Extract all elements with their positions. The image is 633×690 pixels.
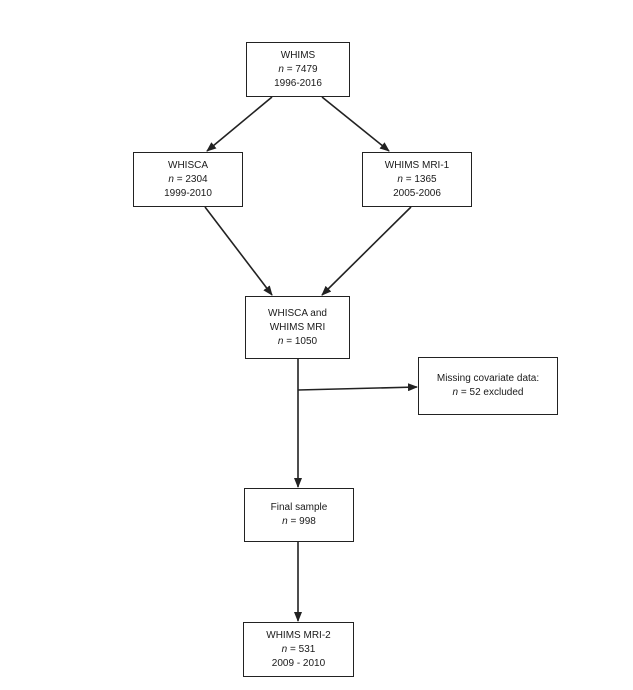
box-final-title: Final sample	[270, 502, 328, 513]
box-missing-covariate-data: Missing covariate data: n = 52 excluded	[418, 357, 558, 415]
box-whims-title: WHIMS	[280, 49, 316, 61]
arrow-to-missing	[297, 383, 418, 392]
box-combined-n: n = 1050	[277, 335, 318, 347]
box-final-n: n = 998	[282, 516, 316, 527]
box-whisca: WHISCA n = 2304 1999-2010	[133, 152, 243, 207]
box-whisca-n: n = 2304	[168, 173, 208, 185]
arrow-whims-to-whisca	[206, 96, 273, 152]
box-combined-title-line2: WHIMS MRI	[269, 321, 326, 333]
arrow-whims-mri1-to-combined	[321, 206, 412, 296]
box-whims-mri1-years: 2005-2006	[393, 187, 441, 199]
box-whims-mri2-years: 2009 - 2010	[271, 657, 326, 669]
box-whims-mri1: WHIMS MRI-1 n = 1365 2005-2006	[362, 152, 472, 207]
box-whims-mri1-title: WHIMS MRI-1	[384, 159, 450, 171]
box-whisca-years: 1999-2010	[164, 187, 212, 199]
box-whims-n: n = 7479	[278, 63, 318, 75]
box-missing-n: n = 52 excluded	[452, 387, 524, 398]
box-whims-mri2-n: n = 531	[281, 643, 316, 655]
box-whims-mri1-n: n = 1365	[397, 173, 437, 185]
box-whims-mri2: WHIMS MRI-2 n = 531 2009 - 2010	[243, 622, 354, 677]
box-whims: WHIMS n = 7479 1996-2016	[246, 42, 350, 97]
box-whisca-and-whims-mri: WHISCA and WHIMS MRI n = 1050	[245, 296, 350, 359]
arrow-whisca-to-combined	[204, 206, 273, 296]
box-whims-years: 1996-2016	[274, 77, 322, 89]
arrow-whims-to-whims-mri1	[321, 96, 390, 152]
box-whisca-title: WHISCA	[168, 159, 208, 171]
box-combined-title-line1: WHISCA and	[268, 307, 327, 319]
box-final-sample: Final sample n = 998	[244, 488, 354, 542]
box-whims-mri2-title: WHIMS MRI-2	[266, 629, 331, 641]
box-missing-title: Missing covariate data:	[436, 373, 540, 384]
